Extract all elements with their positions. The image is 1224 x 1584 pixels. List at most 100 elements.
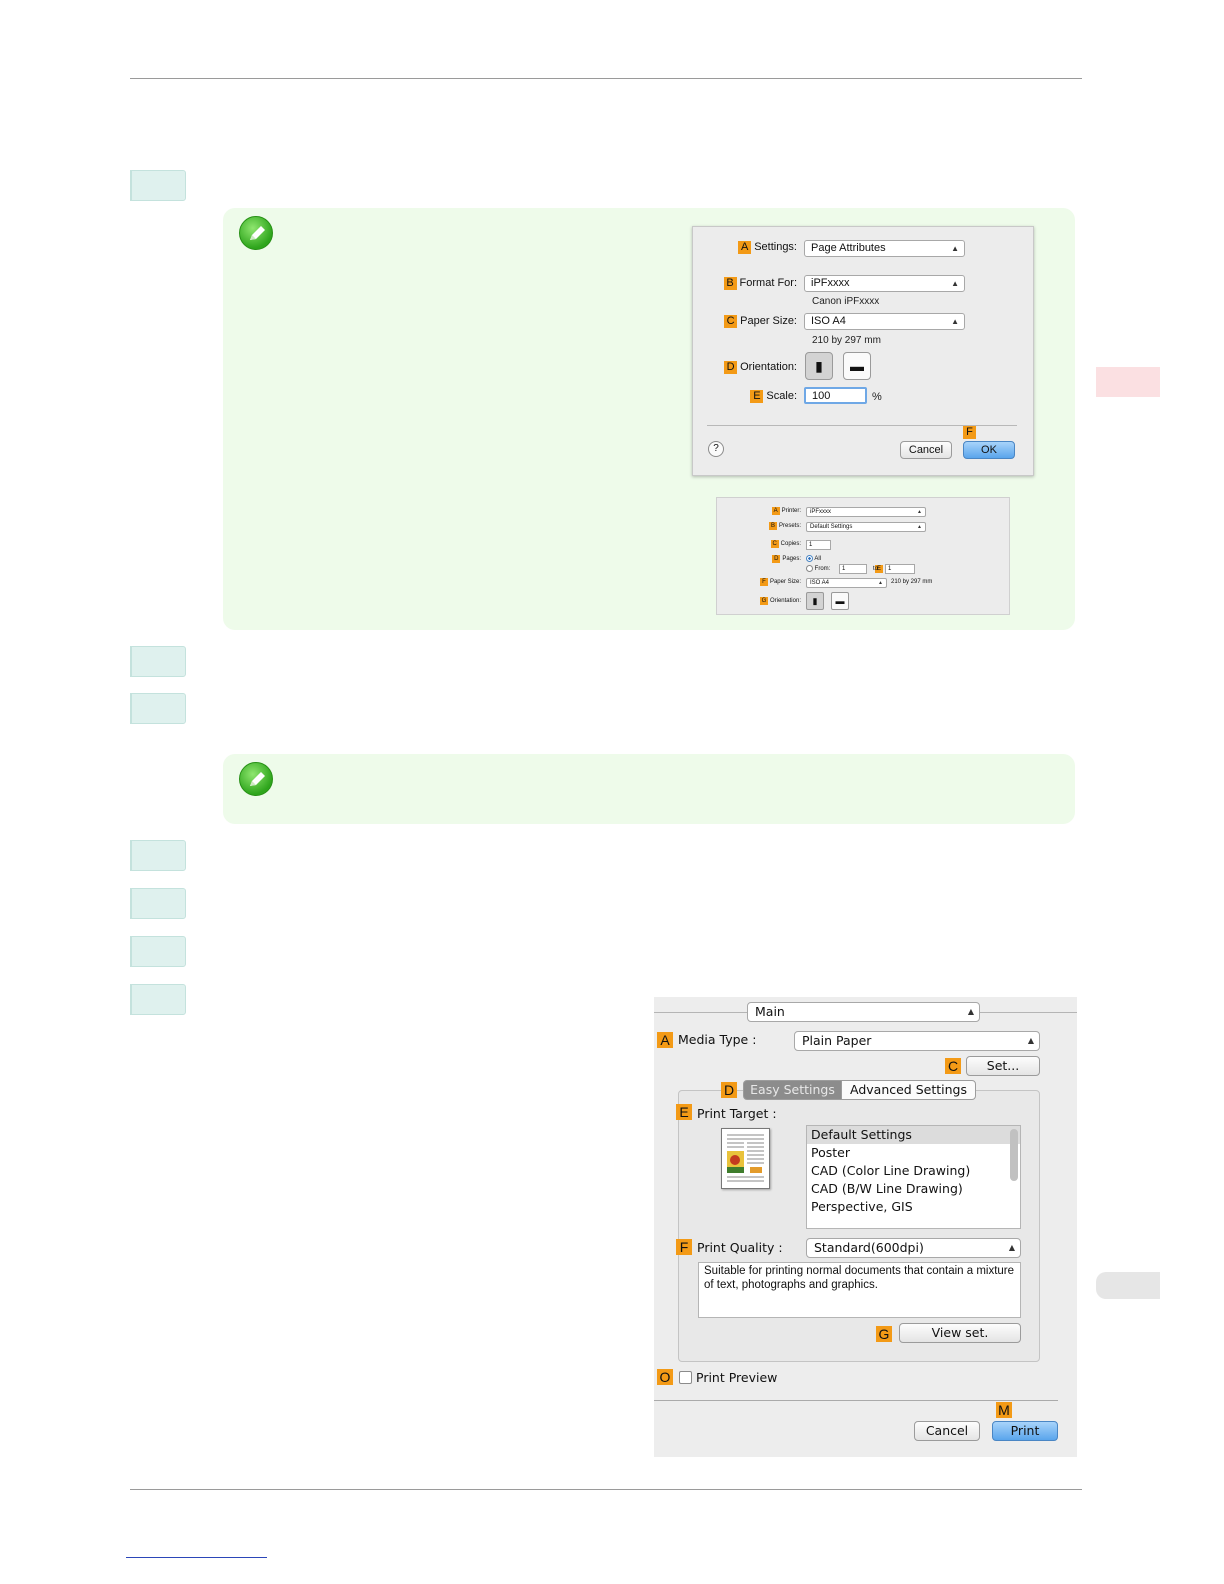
footer-link-underline[interactable] bbox=[126, 1557, 267, 1558]
stepper-arrows-icon: ▲ bbox=[1027, 1036, 1034, 1045]
list-item[interactable]: CAD (Color Line Drawing) bbox=[811, 1163, 971, 1178]
pages-from-radio[interactable]: From: bbox=[806, 565, 830, 572]
landscape-orientation-button[interactable]: ▬ bbox=[831, 592, 849, 610]
portrait-orientation-button[interactable]: ▮ bbox=[805, 352, 833, 380]
note-pencil-icon bbox=[239, 762, 273, 796]
chapter-tab[interactable] bbox=[1096, 367, 1160, 397]
callout-f: F bbox=[676, 1239, 692, 1255]
print-target-label: Print Target : bbox=[697, 1106, 777, 1121]
footer-rule bbox=[130, 1489, 1082, 1490]
presets-select[interactable]: Default Settings▲ bbox=[806, 522, 926, 532]
note-box-2 bbox=[223, 754, 1075, 824]
print-quality-description: Suitable for printing normal documents t… bbox=[698, 1262, 1021, 1318]
list-item[interactable]: Perspective, GIS bbox=[811, 1199, 913, 1214]
media-set-button[interactable]: Set... bbox=[966, 1056, 1040, 1076]
step-marker-3 bbox=[130, 693, 186, 724]
stepper-arrows-icon: ▲ bbox=[917, 524, 922, 530]
index-tab[interactable] bbox=[1096, 1272, 1160, 1299]
callout-f: F bbox=[963, 426, 976, 439]
print-main-dialog: Main▲ A Media Type : Plain Paper▲ C Set.… bbox=[654, 997, 1077, 1457]
to-input[interactable]: 1 bbox=[885, 564, 915, 574]
tab-advanced-settings[interactable]: Advanced Settings bbox=[841, 1080, 976, 1100]
panel-select[interactable]: Main▲ bbox=[747, 1002, 980, 1022]
portrait-icon: ▮ bbox=[812, 596, 818, 606]
media-type-label: Media Type : bbox=[678, 1032, 757, 1047]
portrait-orientation-button[interactable]: ▮ bbox=[806, 592, 824, 610]
stepper-arrows-icon: ▲ bbox=[967, 1007, 974, 1016]
callout-o: O bbox=[657, 1369, 673, 1385]
divider bbox=[654, 1012, 747, 1013]
stepper-arrows-icon: ▲ bbox=[878, 580, 883, 586]
format-for-select[interactable]: iPFxxxx▲ bbox=[804, 275, 965, 292]
settings-select[interactable]: Page Attributes▲ bbox=[804, 240, 965, 257]
print-preview-checkbox[interactable] bbox=[679, 1371, 692, 1384]
format-for-subtext: Canon iPFxxxx bbox=[812, 296, 880, 307]
list-item[interactable]: Poster bbox=[811, 1145, 850, 1160]
radio-icon bbox=[806, 565, 813, 572]
step-marker-2 bbox=[130, 646, 186, 677]
from-input[interactable]: 1 bbox=[839, 564, 867, 574]
list-item[interactable]: CAD (B/W Line Drawing) bbox=[811, 1181, 963, 1196]
printer-select[interactable]: iPFxxxx▲ bbox=[806, 507, 926, 517]
cancel-button[interactable]: Cancel bbox=[900, 441, 952, 459]
stepper-arrows-icon: ▲ bbox=[1008, 1243, 1015, 1252]
print-button[interactable]: Print bbox=[992, 1421, 1058, 1441]
cancel-button[interactable]: Cancel bbox=[914, 1421, 980, 1441]
view-settings-button[interactable]: View set. bbox=[899, 1323, 1021, 1343]
list-item[interactable]: Default Settings bbox=[807, 1126, 1020, 1144]
list-scrollbar[interactable] bbox=[1010, 1129, 1018, 1181]
scale-unit: % bbox=[872, 391, 882, 403]
callout-d: D bbox=[721, 1082, 737, 1098]
copies-input[interactable]: 1 bbox=[806, 540, 831, 550]
ok-button[interactable]: OK bbox=[963, 441, 1015, 459]
landscape-orientation-button[interactable]: ▬ bbox=[843, 352, 871, 380]
landscape-icon: ▬ bbox=[835, 596, 845, 606]
stepper-arrows-icon: ▲ bbox=[951, 317, 959, 326]
radio-selected-icon bbox=[806, 555, 813, 562]
step-marker-6 bbox=[130, 936, 186, 967]
to-label: to: bbox=[873, 566, 880, 572]
header-rule bbox=[130, 78, 1082, 79]
note-pencil-icon bbox=[239, 216, 273, 250]
tab-easy-settings[interactable]: Easy Settings bbox=[743, 1080, 842, 1100]
divider bbox=[654, 1400, 1058, 1401]
callout-m: M bbox=[996, 1402, 1012, 1418]
print-quality-select[interactable]: Standard(600dpi)▲ bbox=[806, 1238, 1021, 1258]
print-quality-label: Print Quality : bbox=[697, 1240, 783, 1255]
print-target-list[interactable]: Default Settings Poster CAD (Color Line … bbox=[806, 1125, 1021, 1229]
step-marker-5 bbox=[130, 888, 186, 919]
step-marker-4 bbox=[130, 840, 186, 871]
portrait-icon: ▮ bbox=[815, 358, 823, 374]
paper-size-subtext: 210 by 297 mm bbox=[891, 579, 933, 585]
callout-g: G bbox=[876, 1326, 892, 1342]
scale-input[interactable]: 100 bbox=[804, 387, 867, 404]
media-type-select[interactable]: Plain Paper▲ bbox=[794, 1031, 1040, 1051]
stepper-arrows-icon: ▲ bbox=[951, 279, 959, 288]
paper-size-select[interactable]: ISO A4▲ bbox=[804, 313, 965, 330]
print-preview-label: Print Preview bbox=[696, 1370, 778, 1385]
callout-c: C bbox=[945, 1058, 961, 1074]
help-button[interactable]: ? bbox=[708, 441, 724, 457]
stepper-arrows-icon: ▲ bbox=[917, 509, 922, 515]
divider bbox=[980, 1012, 1077, 1013]
paper-size-select[interactable]: ISO A4▲ bbox=[806, 578, 887, 588]
stepper-arrows-icon: ▲ bbox=[951, 244, 959, 253]
callout-e: E bbox=[676, 1104, 692, 1120]
document-preview-thumbnail bbox=[721, 1128, 770, 1189]
divider bbox=[707, 425, 1017, 426]
step-marker-1 bbox=[130, 170, 186, 201]
landscape-icon: ▬ bbox=[850, 358, 864, 374]
pages-all-radio[interactable]: All bbox=[806, 555, 821, 562]
